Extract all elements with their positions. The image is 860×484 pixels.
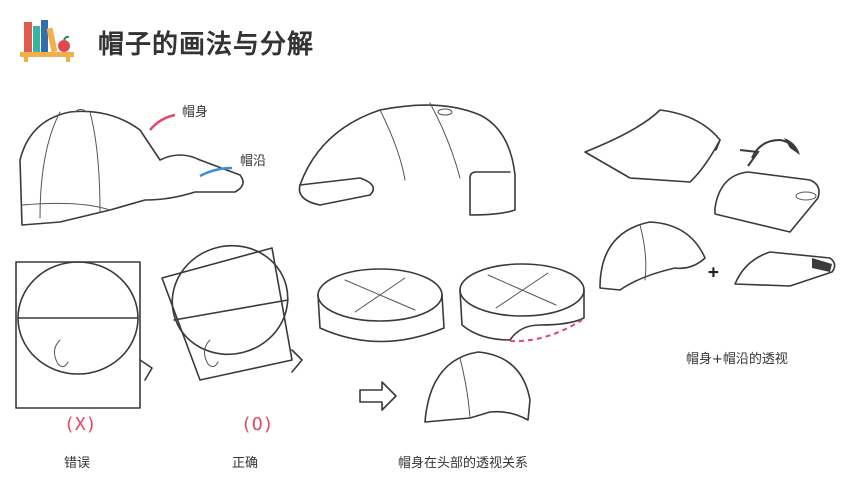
right-arrow-icon — [359, 381, 397, 411]
right-mark: (O) — [241, 414, 274, 435]
label-brim: 帽沿 — [240, 154, 267, 169]
label-wrong: 错误 — [64, 456, 91, 471]
curved-arrow-icon — [739, 138, 800, 167]
books-apple-icon — [20, 20, 74, 62]
page-title: 帽子的画法与分解 — [98, 30, 315, 60]
brim-result — [734, 251, 836, 287]
header: 帽子的画法与分解 — [0, 0, 860, 70]
head-right — [161, 244, 303, 381]
label-crown: 帽身 — [182, 105, 209, 120]
wrong-mark: (X) — [64, 414, 97, 435]
cap-side-view — [19, 109, 244, 226]
folded-brim — [714, 171, 820, 233]
brim-pointer — [199, 166, 233, 178]
cylinder-plain — [317, 268, 445, 343]
head-wrong — [15, 261, 153, 409]
crown-pointer — [149, 113, 176, 131]
label-combined: 帽身+帽沿的透视 — [686, 352, 788, 367]
label-right: 正确 — [232, 456, 259, 471]
brim-piece — [584, 109, 721, 183]
cap-rear-view — [298, 102, 516, 216]
label-perspective: 帽身在头部的透视关系 — [398, 456, 529, 471]
crown-piece — [599, 221, 706, 291]
cylinder-cut — [459, 263, 585, 343]
dome-crown — [424, 351, 531, 423]
plus-sign: + — [708, 262, 719, 283]
